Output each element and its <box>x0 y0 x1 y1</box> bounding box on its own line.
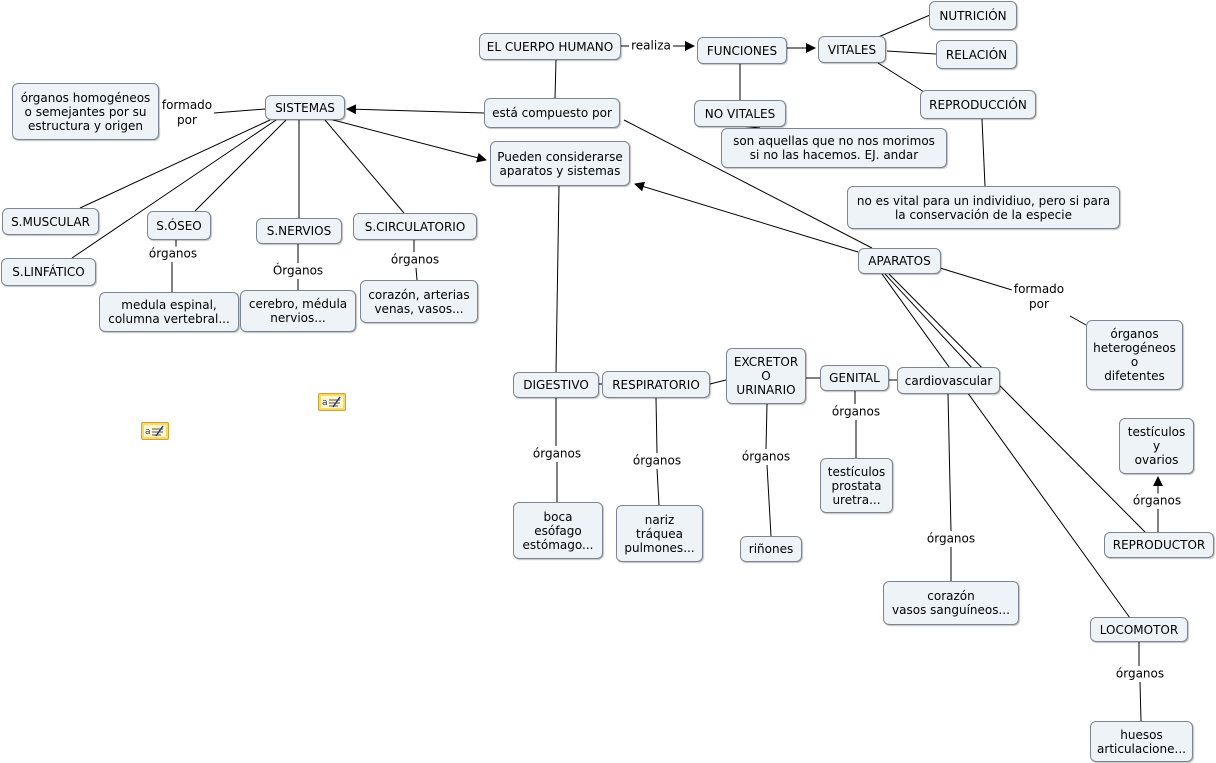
node-no-vitales[interactable]: NO VITALES <box>694 100 786 127</box>
link-sistemas-considerarse <box>317 115 487 163</box>
label-realiza: realiza <box>629 38 673 54</box>
label-organos-oseo: órganos <box>146 246 200 262</box>
node-nutricion[interactable]: NUTRICIÓN <box>929 1 1017 30</box>
link-aparatos-formado <box>939 267 1013 291</box>
link-organos-loco-org <box>1139 681 1142 722</box>
link-considerarse-digestivo <box>555 185 560 373</box>
node-reproductor[interactable]: REPRODUCTOR <box>1104 532 1214 558</box>
link-respiratorio-organos <box>655 397 658 454</box>
node-respiratorio[interactable]: RESPIRATORIO <box>602 371 710 398</box>
label-organos-reproductor: órganos <box>1130 493 1184 509</box>
node-organos-homogeneos[interactable]: órganos homogéneos o semejantes por su e… <box>12 83 159 140</box>
link-organos-resp-org <box>656 468 660 506</box>
node-cardiovascular-organos[interactable]: corazón vasos sanguíneos... <box>883 581 1019 625</box>
node-aparatos[interactable]: APARATOS <box>858 248 941 274</box>
link-formado-heterogeneos <box>1069 315 1087 326</box>
link-organos-exc-org <box>766 464 772 537</box>
link-sistemas-formado <box>213 108 266 114</box>
node-digestivo-organos[interactable]: boca esófago estómago... <box>513 502 603 559</box>
label-organos-nervios: Órganos <box>270 263 326 279</box>
svg-text:a: a <box>145 427 151 437</box>
node-s-muscular[interactable]: S.MUSCULAR <box>2 208 99 235</box>
node-cardiovascular[interactable]: cardiovascular <box>897 367 1000 394</box>
link-sistemas-linfatico <box>71 119 277 259</box>
link-sistemas-circulatorio <box>324 119 405 214</box>
link-cardio-organos <box>947 393 952 532</box>
link-reproduccion-desc <box>981 118 986 187</box>
node-nervios-organos[interactable]: cerebro, médula nervios... <box>240 290 356 332</box>
link-vitales-nutricion <box>875 14 931 39</box>
node-locomotor-organos[interactable]: huesos articulacione... <box>1090 721 1193 762</box>
link-vitales-relacion <box>886 50 937 55</box>
node-s-linfatico[interactable]: S.LINFÁTICO <box>1 258 96 286</box>
node-relacion[interactable]: RELACIÓN <box>936 40 1017 69</box>
node-reproduccion[interactable]: REPRODUCCIÓN <box>920 90 1036 119</box>
link-organos-circ-org <box>415 267 418 281</box>
link-cuerpo-compuesto <box>554 59 557 99</box>
label-organos-locomotor: órganos <box>1113 666 1167 682</box>
node-s-nervios[interactable]: S.NERVIOS <box>256 218 342 244</box>
note-icon[interactable]: a <box>141 422 169 440</box>
node-excretor-organos[interactable]: riñones <box>740 536 802 562</box>
node-genital-organos[interactable]: testículos prostata uretra... <box>820 458 893 513</box>
label-formado-por-aparatos: formado por <box>1011 282 1067 312</box>
link-aparatos-cardio <box>884 273 975 371</box>
node-respiratorio-organos[interactable]: nariz tráquea pulmones... <box>616 505 703 562</box>
link-respiratorio-excretor <box>709 379 727 385</box>
node-reproduccion-desc[interactable]: no es vital para un individiuo, pero si … <box>847 186 1120 229</box>
link-aparatos-locomotor <box>881 273 1131 619</box>
link-aparatos-considerarse <box>634 181 859 253</box>
label-organos-circulatorio: órganos <box>388 252 442 268</box>
node-sistemas[interactable]: SISTEMAS <box>265 95 345 120</box>
link-excretor-organos <box>765 403 768 450</box>
label-organos-respiratorio: órganos <box>630 453 684 469</box>
label-organos-digestivo: órganos <box>530 446 584 462</box>
node-circulatorio-organos[interactable]: corazón, arterias venas, vasos... <box>360 280 478 323</box>
label-organos-genital: órganos <box>829 404 883 420</box>
node-compuesto-por[interactable]: está compuesto por <box>484 98 620 128</box>
label-formado-por-sistemas: formado por <box>159 98 215 128</box>
node-locomotor[interactable]: LOCOMOTOR <box>1090 617 1188 642</box>
node-vitales[interactable]: VITALES <box>818 36 886 63</box>
node-s-circulatorio[interactable]: S.CIRCULATORIO <box>353 213 477 240</box>
label-organos-excretor: órganos <box>739 449 793 465</box>
label-organos-cardiovascular: órganos <box>924 531 978 547</box>
node-excretor-urinario[interactable]: EXCRETOR O URINARIO <box>726 348 806 404</box>
note-icon[interactable]: a <box>318 393 346 411</box>
node-reproductor-organos[interactable]: testículos y ovarios <box>1119 418 1194 474</box>
node-no-vitales-desc[interactable]: son aquellas que no nos morimos si no la… <box>721 128 947 168</box>
link-vitales-reproduccion <box>877 62 925 93</box>
link-compuesto-aparatos <box>623 119 873 249</box>
node-pueden-considerarse[interactable]: Pueden considerarse aparatos y sistemas <box>490 141 630 186</box>
svg-text:a: a <box>322 398 328 408</box>
node-digestivo[interactable]: DIGESTIVO <box>513 372 599 398</box>
link-compuesto-sistemas <box>346 104 485 115</box>
link-aparatos-reproductor <box>888 273 1147 534</box>
node-s-oseo[interactable]: S.ÓSEO <box>147 211 211 240</box>
node-funciones[interactable]: FUNCIONES <box>697 37 787 64</box>
node-oseo-organos[interactable]: medula espinal, columna vertebral... <box>99 292 239 332</box>
node-cuerpo-humano[interactable]: EL CUERPO HUMANO <box>479 33 621 60</box>
link-sistemas-muscular <box>79 119 271 209</box>
node-organos-heterogeneos[interactable]: órganos heterogéneos o difetentes <box>1086 320 1183 390</box>
node-genital[interactable]: GENITAL <box>820 365 889 391</box>
link-sistemas-oseo <box>194 119 287 212</box>
